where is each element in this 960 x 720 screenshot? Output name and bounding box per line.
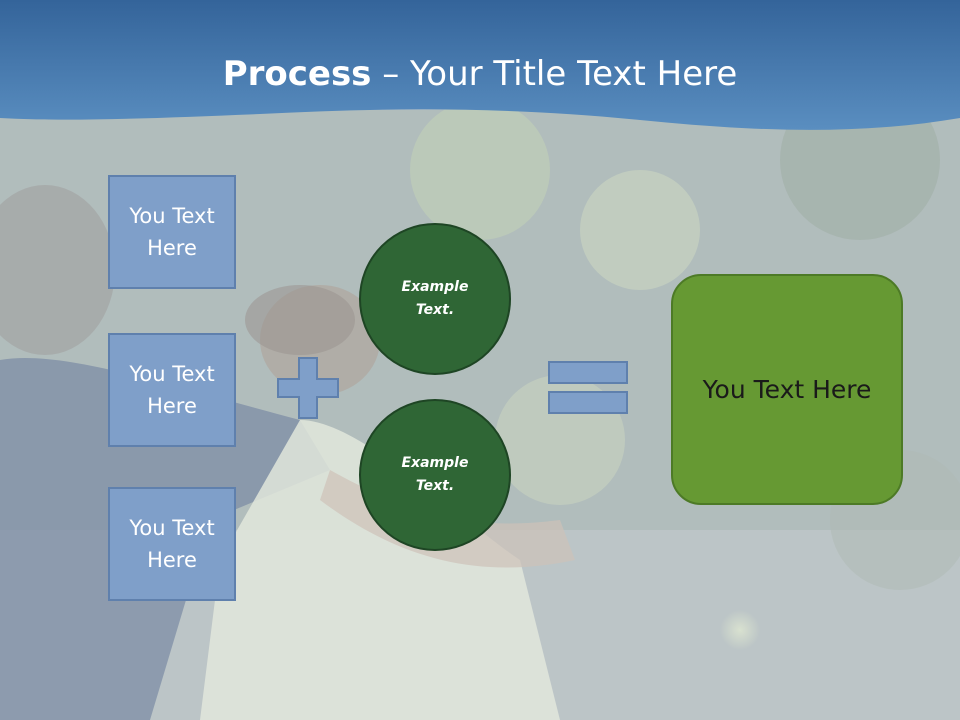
text-box-line1: You Text [129,204,215,228]
text-box-line2: Here [147,236,197,260]
circle-line1: Example [401,455,469,471]
text-box-line1: You Text [129,362,215,386]
circle-line2: Text. [415,302,455,318]
text-box-line1: You Text [129,516,215,540]
text-box-3[interactable]: You Text Here [108,487,236,601]
result-label: You Text Here [702,375,872,404]
text-box-2[interactable]: You Text Here [108,333,236,447]
result-box[interactable]: You Text Here [671,274,903,505]
circle-line2: Text. [415,478,455,494]
plus-icon [277,357,339,419]
text-box-1[interactable]: You Text Here [108,175,236,289]
circle-line1: Example [401,279,469,295]
slide-title: Process – Your Title Text Here [0,52,960,96]
example-circle-2[interactable]: Example Text. [359,399,511,551]
equals-icon [548,361,628,414]
title-rest: – Your Title Text Here [371,54,738,94]
title-bold: Process [222,54,372,94]
example-circle-1[interactable]: Example Text. [359,223,511,375]
header-band [0,0,960,130]
text-box-line2: Here [147,548,197,572]
text-box-line2: Here [147,394,197,418]
